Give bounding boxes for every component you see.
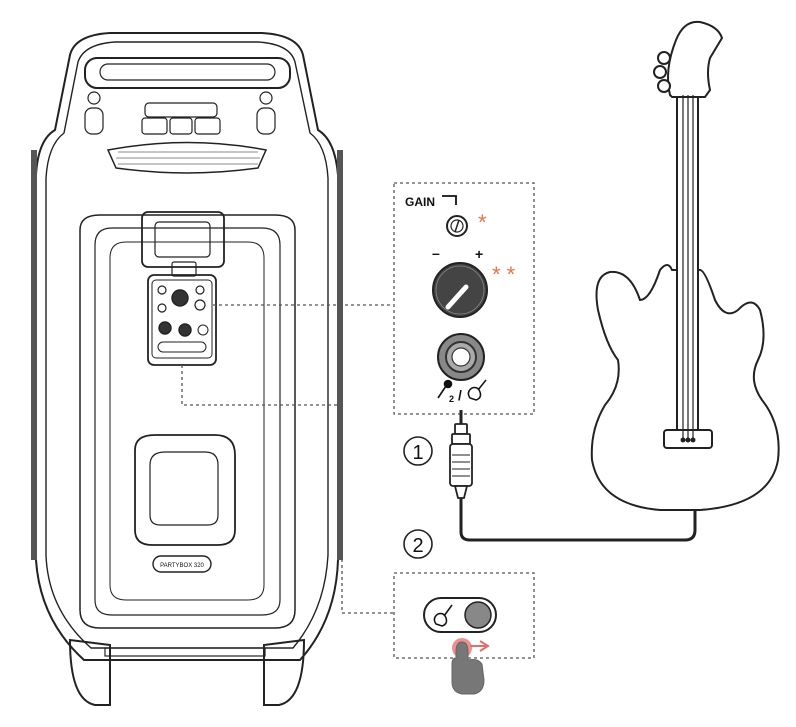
plus-label: + — [475, 246, 483, 262]
asterisk-single: * — [478, 210, 487, 235]
asterisk-double: * * — [492, 262, 516, 287]
mic-number: 2 — [449, 394, 454, 404]
speaker-badge: PARTYBOX 320 — [160, 563, 204, 569]
input-switch-panel — [393, 572, 535, 695]
step1-label: 1 — [412, 442, 423, 464]
gain-panel: GAIN * – + * * 2 / — [393, 182, 535, 415]
guitar-small-icon — [467, 379, 487, 401]
electric-guitar-illustration — [590, 20, 780, 511]
speaker-to-switch-connector — [181, 365, 393, 614]
hand-pointer-icon — [451, 641, 485, 695]
minus-label: – — [432, 245, 440, 261]
step1-marker: 1 — [403, 436, 433, 466]
guitar-bridge-pins — [680, 437, 696, 443]
guitar-mode-icon — [433, 604, 453, 627]
gain-label: GAIN — [405, 195, 435, 209]
gain-bracket-icon — [442, 195, 457, 205]
step2-label: 2 — [412, 535, 423, 557]
gain-knob-pointer — [445, 284, 469, 310]
speaker-body — [31, 32, 343, 706]
guitar-strings — [682, 95, 694, 440]
step2-marker: 2 — [403, 529, 433, 559]
switch-toggle-knob — [464, 601, 492, 629]
mic-icon — [437, 379, 453, 399]
guitar-cable-plug — [449, 410, 473, 499]
guitar-cable — [459, 498, 697, 542]
jack-label-separator: / — [458, 387, 462, 403]
gain-panel-frame — [393, 182, 535, 415]
slide-arrow-icon — [470, 640, 490, 652]
